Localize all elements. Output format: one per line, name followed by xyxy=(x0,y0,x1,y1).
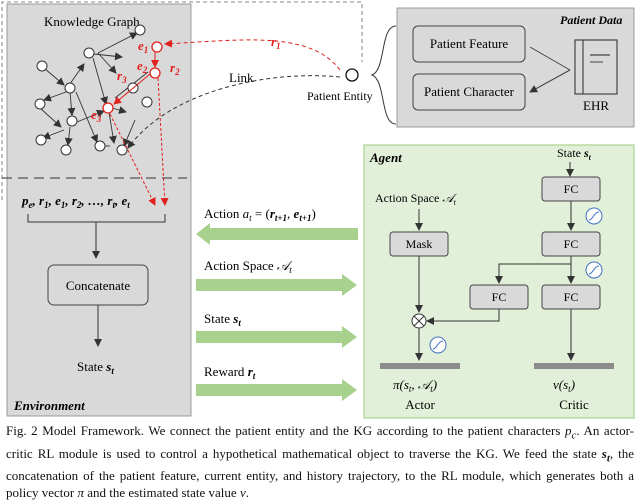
kg-node xyxy=(66,115,78,127)
agent-arrows xyxy=(415,201,575,361)
msg-action-label: Action at = (rt+1, et+1) xyxy=(204,206,316,223)
environment-title: Environment xyxy=(13,398,85,413)
patient-data-title: Patient Data xyxy=(560,13,622,27)
critic-output-bar xyxy=(534,363,614,369)
action-space-arrow xyxy=(196,274,357,296)
actor-output-bar xyxy=(380,363,460,369)
reward-arrow xyxy=(196,379,357,401)
patient-brace xyxy=(370,25,397,125)
patient-feature-box xyxy=(412,25,526,63)
fc1-label: FC xyxy=(564,182,579,196)
e1-label: e1 xyxy=(138,38,148,55)
kg-node xyxy=(35,134,47,146)
r1-label: r1 xyxy=(271,34,281,51)
patient-feature-label: Patient Feature xyxy=(430,36,509,51)
kg-node xyxy=(134,24,146,36)
agent-title: Agent xyxy=(369,150,402,165)
agent-state-label: State st xyxy=(557,146,592,162)
kg-node xyxy=(141,96,153,108)
action-arrow xyxy=(196,223,358,245)
agent-action-space-label: Action Space 𝒜t xyxy=(375,191,457,207)
concatenate-label: Concatenate xyxy=(66,278,130,293)
kg-nodes xyxy=(34,24,153,156)
sigmoid-icon-3 xyxy=(429,336,447,354)
actor-label: Actor xyxy=(405,397,435,412)
mask-label: Mask xyxy=(406,237,433,251)
environment-panel xyxy=(6,3,192,417)
critic-label: Critic xyxy=(559,397,589,412)
kg-labels: e1 e2 e3 r1 r2 r3 xyxy=(91,34,281,124)
ehr-arrows xyxy=(530,46,571,92)
trajectory-label: pe, r1, e1, r2, …, rt, et xyxy=(21,193,130,210)
sigmoid-icon-1 xyxy=(585,207,603,225)
env-state-label: State st xyxy=(77,359,114,376)
kg-node xyxy=(94,140,106,152)
e3-label: e3 xyxy=(91,107,102,124)
link-label: Link xyxy=(229,70,254,85)
kg-node xyxy=(34,98,46,110)
kg-title: Knowledge Graph xyxy=(44,14,140,29)
ehr-label: EHR xyxy=(583,98,609,113)
entity-e1-node xyxy=(151,41,163,53)
message-arrows xyxy=(196,223,358,401)
msg-state-label: State st xyxy=(204,311,241,328)
fc-actor-label: FC xyxy=(492,290,507,304)
entity-e3-node xyxy=(102,102,114,114)
policy-label: π(st, 𝒜t) xyxy=(393,377,437,394)
state-arrow xyxy=(196,326,357,348)
kg-node xyxy=(83,47,95,59)
kg-red-nodes xyxy=(102,41,163,114)
sigmoid-icons xyxy=(429,207,603,354)
link-dashed-curve xyxy=(127,75,341,149)
r3-label: r3 xyxy=(117,68,127,85)
patient-entity-node xyxy=(345,68,359,82)
kg-node xyxy=(60,144,72,156)
figure-caption: Fig. 2 Model Framework. We connect the p… xyxy=(6,423,634,501)
msg-action-space-label: Action Space 𝒜t xyxy=(204,258,293,275)
kg-red-paths xyxy=(109,52,169,206)
r2-label: r2 xyxy=(170,60,180,77)
fc2-label: FC xyxy=(564,237,579,251)
model-framework-diagram: Knowledge Graph xyxy=(1,1,635,419)
multiply-node xyxy=(411,313,427,329)
patient-character-label: Patient Character xyxy=(424,84,515,99)
e2-label: e2 xyxy=(137,58,148,75)
kg-dashed-outline xyxy=(1,1,363,200)
value-label: v(st) xyxy=(553,377,575,394)
ehr-icon xyxy=(574,39,618,95)
entity-e2-node xyxy=(149,67,161,79)
fc-critic-label: FC xyxy=(564,290,579,304)
kg-node xyxy=(36,60,48,72)
kg-node xyxy=(116,144,128,156)
patient-entity-label: Patient Entity xyxy=(307,89,373,103)
kg-node xyxy=(64,82,76,94)
sigmoid-icon-2 xyxy=(585,261,603,279)
msg-reward-label: Reward rt xyxy=(204,364,256,381)
r1-dashed-arrow xyxy=(164,39,341,71)
